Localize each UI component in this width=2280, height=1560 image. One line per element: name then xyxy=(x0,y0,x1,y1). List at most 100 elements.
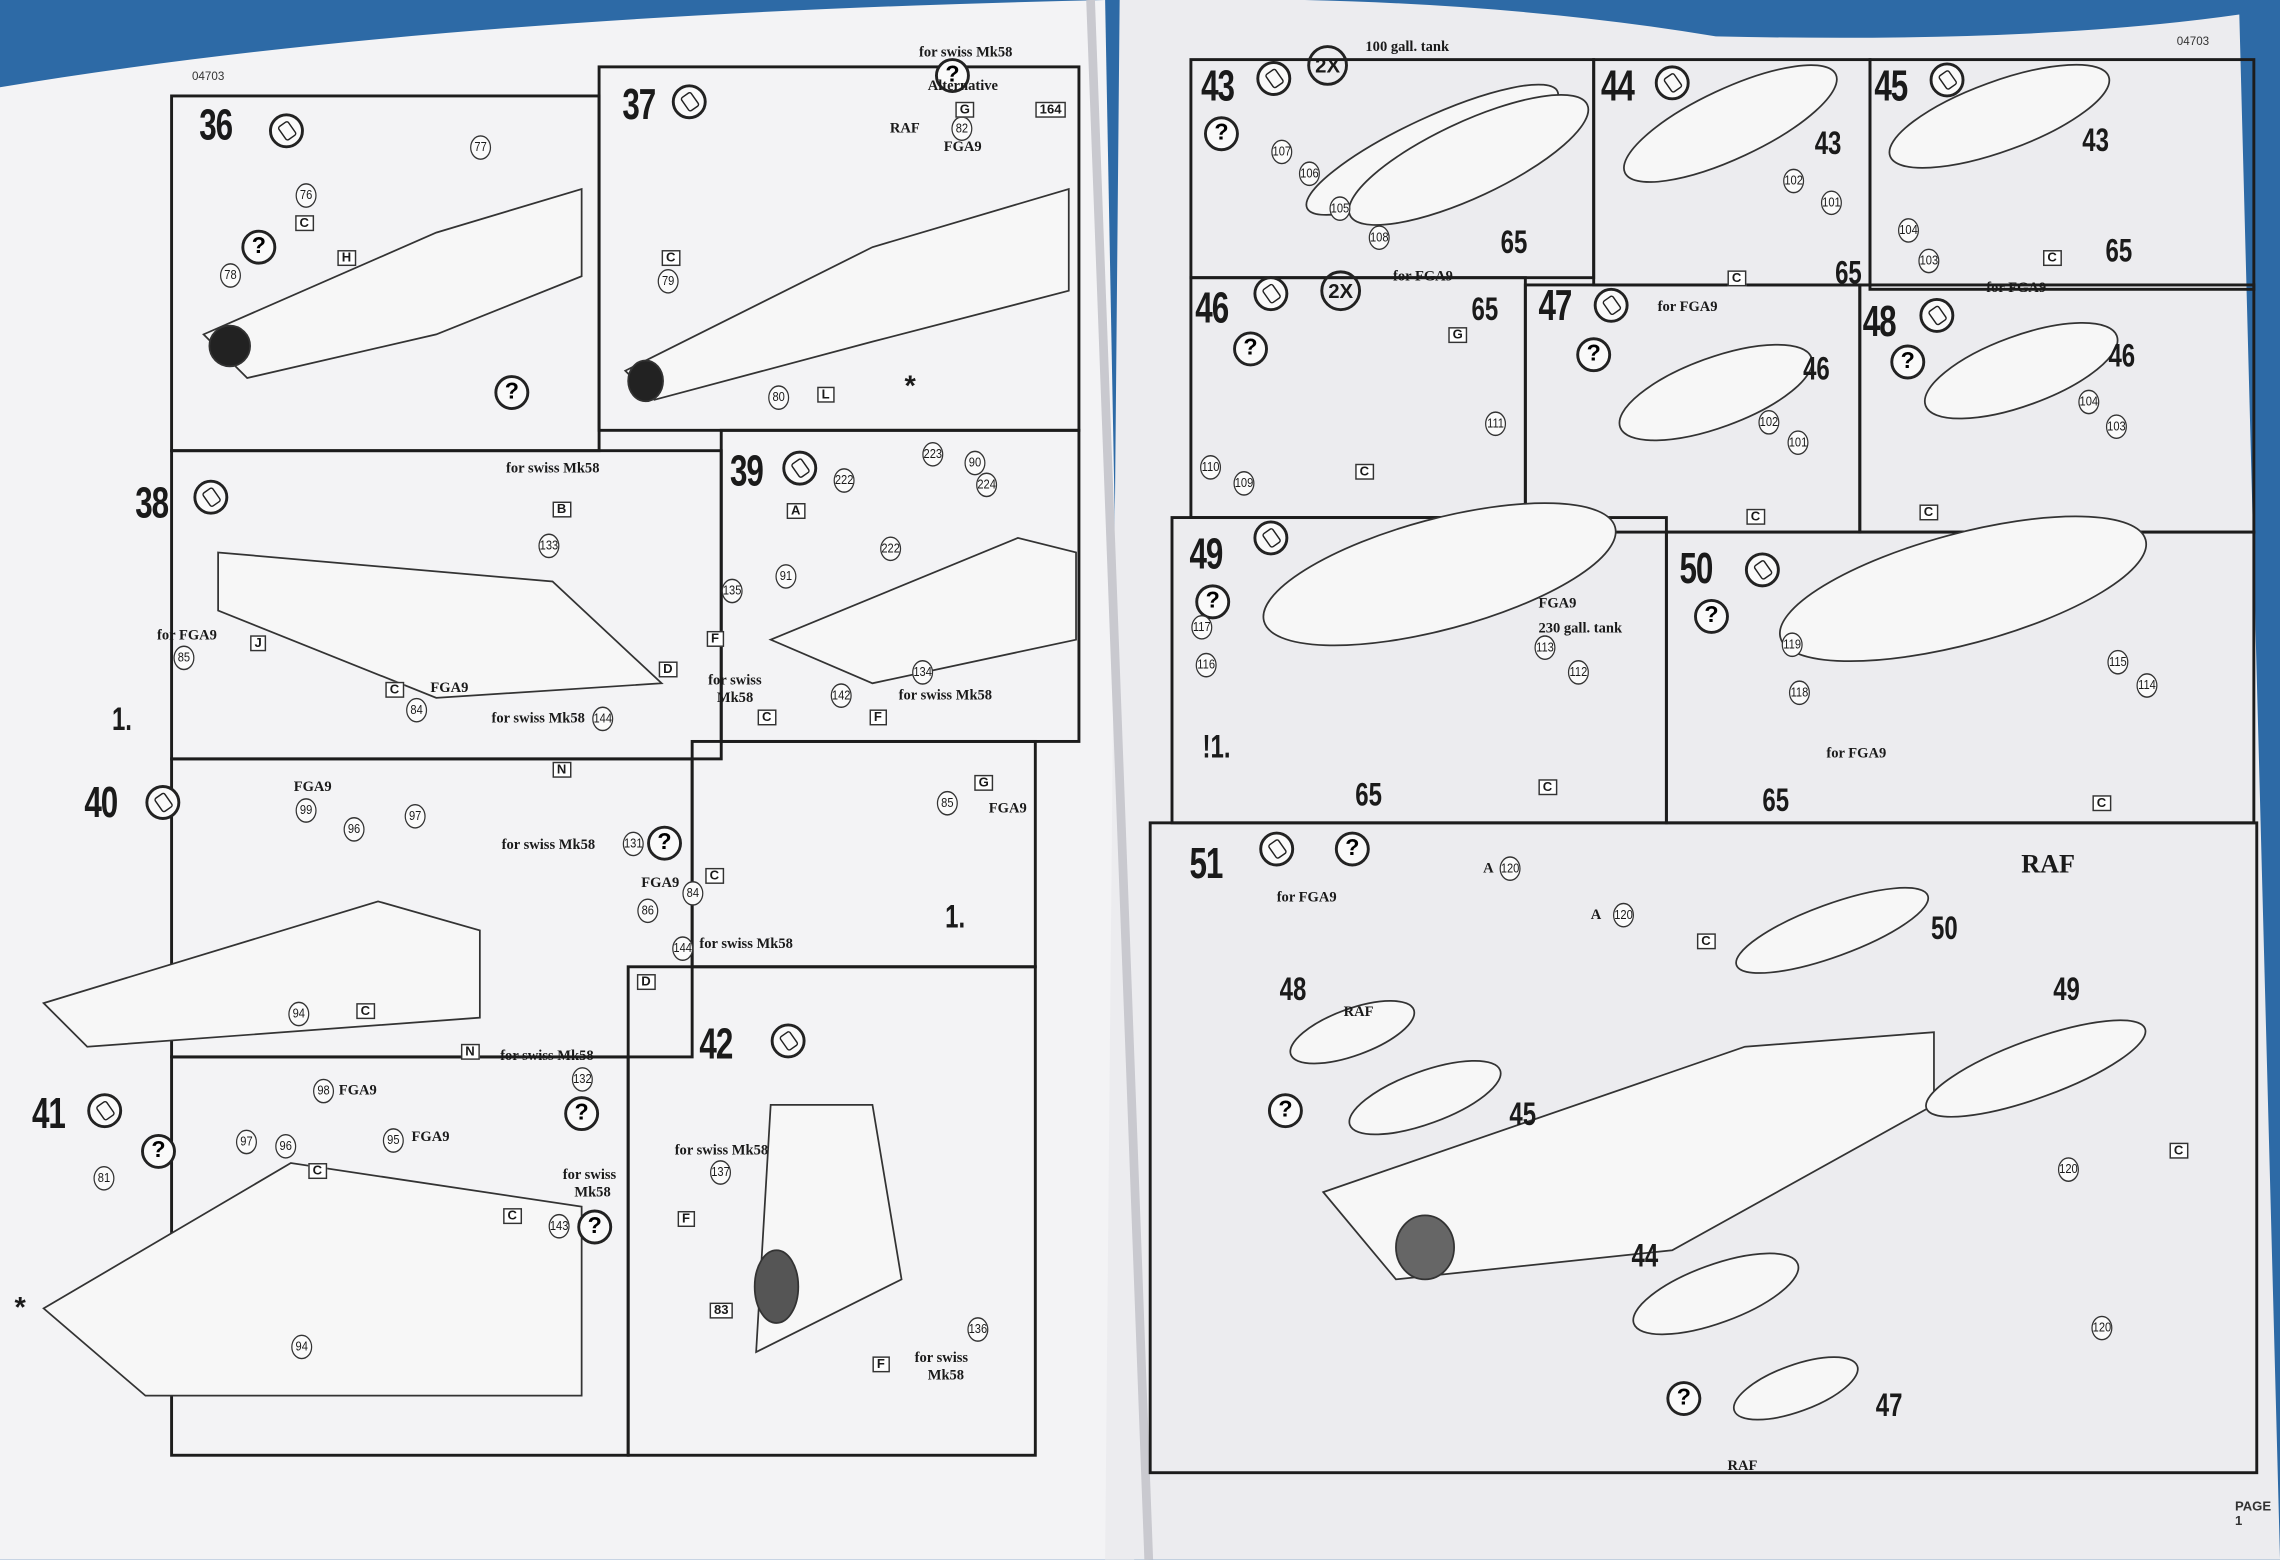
part-number: 97 xyxy=(404,803,426,829)
step-number: 41 xyxy=(31,1090,66,1139)
decal-marker: N xyxy=(460,1043,480,1060)
step-number: 51 xyxy=(1189,840,1223,889)
annotation: for swiss Mk58 xyxy=(506,460,600,477)
step-reference: 65 xyxy=(1835,254,1862,291)
part-number: 111 xyxy=(1485,411,1507,437)
decal-marker: G xyxy=(955,101,975,118)
part-number: 142 xyxy=(830,683,852,709)
annotation: A xyxy=(1590,907,1602,924)
panel-step-38 xyxy=(170,449,723,761)
decal-marker: C xyxy=(1696,933,1716,950)
quantity-badge: 2X xyxy=(1320,270,1362,312)
step-reference: 1. xyxy=(945,898,966,935)
annotation: for FGA9 xyxy=(1826,745,1887,762)
part-number: 80 xyxy=(768,385,790,410)
asterisk-marker: * xyxy=(904,370,916,403)
part-number: 144 xyxy=(672,936,694,961)
annotation: FGA9 xyxy=(430,680,469,697)
decal-marker: C xyxy=(503,1208,522,1225)
step-reference: 46 xyxy=(1803,350,1830,387)
decal-marker: J xyxy=(250,635,267,652)
part-number: 78 xyxy=(219,263,241,288)
decal-marker: F xyxy=(872,1356,890,1373)
part-number: 132 xyxy=(571,1067,593,1092)
step-number: 50 xyxy=(1679,545,1713,594)
glue-tube-icon xyxy=(1919,298,1955,333)
question-mark-icon xyxy=(1334,831,1370,867)
glue-tube-icon xyxy=(1256,61,1292,96)
annotation: FGA9 xyxy=(293,779,332,796)
panel-step-40 xyxy=(170,757,694,1059)
annotation: for swiss xyxy=(914,1350,969,1367)
annotation: for FGA9 xyxy=(157,628,217,645)
annotation: for swiss Mk58 xyxy=(500,1048,594,1065)
part-number: 117 xyxy=(1191,614,1213,640)
part-number: 119 xyxy=(1781,632,1803,658)
panel-step-49 xyxy=(1170,516,1668,825)
part-number: 96 xyxy=(275,1133,297,1159)
glue-tube-icon xyxy=(770,1023,806,1059)
part-number: 144 xyxy=(592,706,614,732)
part-number: 104 xyxy=(2078,389,2100,415)
page-label: PAGE 1 xyxy=(2234,1498,2272,1528)
step-number: 47 xyxy=(1538,282,1572,331)
decal-marker: C xyxy=(1727,270,1746,287)
annotation: for swiss Mk58 xyxy=(699,936,793,953)
decal-marker: C xyxy=(661,250,680,267)
part-number: 102 xyxy=(1783,168,1805,194)
question-mark-icon xyxy=(934,58,970,94)
decal-marker: C xyxy=(2092,795,2111,812)
decal-marker: C xyxy=(2169,1142,2188,1159)
question-mark-icon xyxy=(1233,331,1268,367)
annotation: for swiss Mk58 xyxy=(491,710,585,727)
part-number: 223 xyxy=(922,441,944,467)
question-mark-icon xyxy=(494,375,530,410)
glue-tube-icon xyxy=(193,479,229,515)
glue-tube-icon xyxy=(87,1093,123,1129)
step-number: 48 xyxy=(1862,298,1897,347)
part-number: 82 xyxy=(951,116,973,142)
annotation: for swiss Mk58 xyxy=(918,45,1013,62)
panel-step-42 xyxy=(626,965,1037,1457)
part-number: 84 xyxy=(682,881,704,906)
part-number: 120 xyxy=(2057,1157,2079,1182)
decal-marker: H xyxy=(337,250,356,267)
part-number: 86 xyxy=(637,898,659,924)
part-number: 106 xyxy=(1298,161,1320,187)
part-number: 120 xyxy=(1612,902,1635,928)
step-reference: 50 xyxy=(1931,910,1958,947)
part-number: 103 xyxy=(1918,248,1940,274)
part-number: 108 xyxy=(1368,225,1390,251)
part-number: 136 xyxy=(967,1317,989,1342)
step-reference: !1. xyxy=(1202,728,1231,765)
annotation: for swiss xyxy=(562,1167,617,1184)
question-mark-icon xyxy=(1576,337,1612,373)
part-number: 94 xyxy=(291,1334,313,1360)
part-number: 103 xyxy=(2105,414,2127,440)
step-reference: 65 xyxy=(1471,290,1499,328)
decal-marker: G xyxy=(1448,327,1468,344)
step-number: 45 xyxy=(1874,62,1908,111)
decal-marker: C xyxy=(308,1163,327,1180)
glue-tube-icon xyxy=(671,84,707,120)
annotation: 230 gall. tank xyxy=(1538,620,1623,637)
doc-code-left: 04703 xyxy=(191,69,225,83)
glue-tube-icon xyxy=(1253,520,1289,556)
question-mark-icon xyxy=(1267,1093,1303,1129)
panel-step-51 xyxy=(1148,821,2259,1475)
step-reference: 48 xyxy=(1279,971,1307,1008)
decal-marker: D xyxy=(658,661,677,678)
asterisk-marker: * xyxy=(14,1292,26,1325)
part-number: 98 xyxy=(313,1078,335,1104)
annotation: FGA9 xyxy=(641,875,680,892)
step-reference: 43 xyxy=(2082,122,2109,159)
step-number: 42 xyxy=(699,1020,733,1069)
panel-step-47 xyxy=(1523,283,1862,534)
part-number: 85 xyxy=(936,790,958,816)
decal-marker: N xyxy=(552,761,571,778)
annotation: Mk58 xyxy=(716,690,754,707)
step-number: 36 xyxy=(199,101,233,150)
annotation: RAF xyxy=(2021,849,2076,879)
question-mark-icon xyxy=(577,1209,613,1245)
part-number: 99 xyxy=(295,798,317,823)
